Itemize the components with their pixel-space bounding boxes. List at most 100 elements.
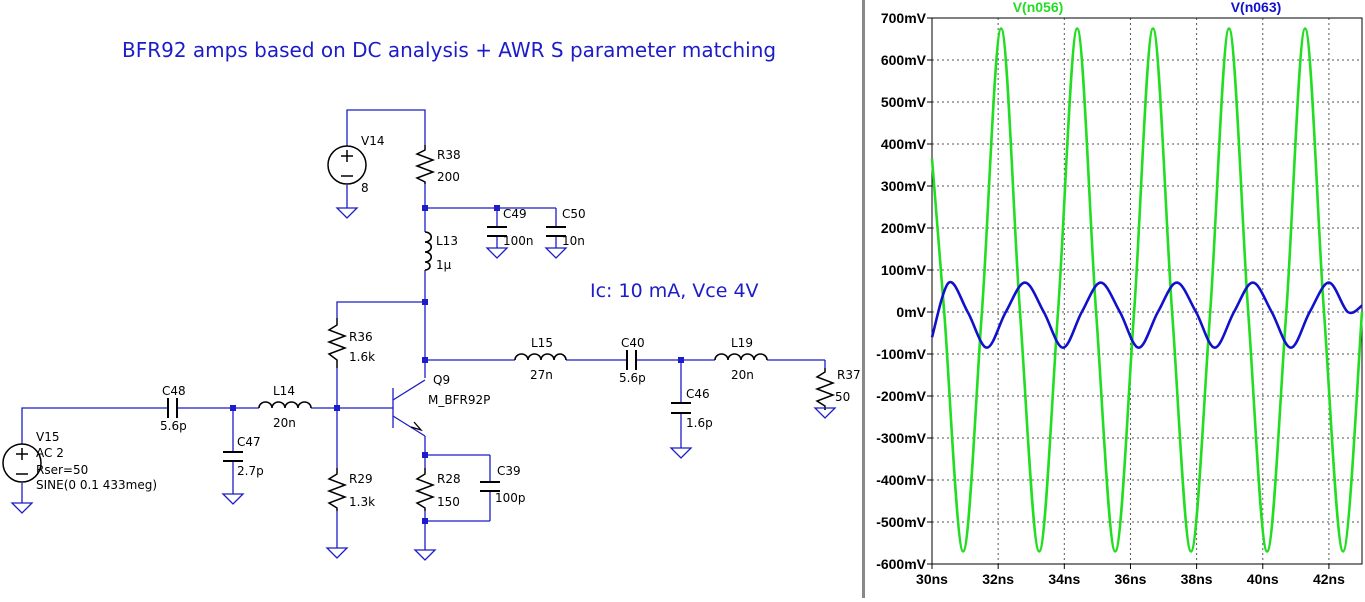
r36-name: R36 [349,330,373,344]
l14-value: 20n [273,416,296,430]
r38-name: R38 [437,148,461,162]
bias-note: Ic: 10 mA, Vce 4V [590,280,759,302]
c50-symbol [546,226,566,237]
l15-value: 27n [530,368,553,382]
schematic-title: BFR92 amps based on DC analysis + AWR S … [122,38,776,62]
schematic-pane[interactable]: BFR92 amps based on DC analysis + AWR S … [0,0,862,598]
ground-symbols [10,207,837,561]
l19-value: 20n [731,368,754,382]
v15-symbol [2,443,42,483]
c49-name: C49 [503,207,527,221]
c46-value: 1.6p [686,416,713,430]
ground-icon [335,207,359,219]
y-tick-label: 600mV [881,52,927,68]
pane-divider[interactable] [862,0,865,598]
y-tick-label: -300mV [876,430,926,446]
junction-dots [230,205,684,524]
ground-icon [413,549,437,561]
l13-value: 1µ [436,258,452,272]
ground-icon [10,502,34,514]
v15-line1: AC 2 [36,446,64,460]
waveform-plot[interactable]: 700mV 600mV 500mV 400mV 300mV 200mV 100mV 0mV -1… [865,0,1365,598]
c46-symbol [671,402,691,414]
r37-value: 50 [835,390,850,404]
plot-grid [931,17,1362,565]
c46-name: C46 [686,387,710,401]
voltage-sources [2,145,367,483]
y-tick-label: 200mV [881,220,927,236]
component-labels: V14 8 R38 200 C49 100n C50 10n L13 1µ R3… [36,134,861,509]
r37-symbol [814,368,836,410]
r38-symbol [414,145,436,184]
l13-name: L13 [436,234,458,248]
plot-frame [931,17,1363,565]
c48-value: 5.6p [160,419,187,433]
c39-name: C39 [497,464,521,478]
waveform-pane[interactable]: 700mV 600mV 500mV 400mV 300mV 200mV 100mV 0mV -1… [865,0,1365,598]
x-tick-label: 36ns [1115,571,1147,587]
ground-icon [813,407,837,419]
x-tick-label: 30ns [916,571,948,587]
c47-value: 2.7p [237,464,264,478]
y-tick-label: -400mV [876,472,926,488]
r29-symbol [326,468,348,511]
x-tick-label: 34ns [1048,571,1080,587]
y-tick-label: 500mV [881,94,927,110]
x-tick-label: 38ns [1181,571,1213,587]
r36-symbol [326,318,348,368]
v15-line2: Rser=50 [36,463,88,477]
c40-value: 5.6p [619,371,646,385]
c47-symbol [223,451,243,462]
y-tick-label: -200mV [876,388,926,404]
c48-symbol [167,398,178,418]
plot-traces [930,27,1364,553]
v14-value: 8 [361,181,369,195]
r28-name: R28 [437,472,461,486]
c48-name: C48 [162,384,186,398]
l14-name: L14 [273,384,295,398]
v14-name: V14 [361,134,384,148]
l19-name: L19 [731,336,753,350]
y-tick-label: -500mV [876,514,926,530]
y-tick-label: -100mV [876,346,926,362]
ground-icon [221,493,245,505]
r28-value: 150 [437,495,460,509]
l15-symbol [514,353,567,361]
y-tick-label: -600mV [876,556,926,572]
r28-symbol [414,468,436,511]
c47-name: C47 [237,435,261,449]
ground-icon [485,247,509,259]
x-tick-label: 32ns [982,571,1014,587]
l13-symbol [424,231,433,271]
q9-model: M_BFR92P [428,393,490,407]
c50-value: 10n [562,234,585,248]
ground-icon [325,547,349,559]
y-tick-label: 700mV [881,10,927,26]
trace-label-1[interactable]: V(n063) [1231,0,1282,15]
trace-label-0[interactable]: V(n056) [1013,0,1064,15]
v15-line3: SINE(0 0.1 433meg) [36,478,157,492]
trace-series-0 [930,27,1364,553]
plot-legend[interactable]: V(n056) V(n063) [1013,0,1282,15]
y-tick-label: 400mV [881,136,927,152]
l15-name: L15 [531,336,553,350]
c49-symbol [487,226,507,237]
q9-emitter-arrow [410,421,423,432]
y-tick-label: 0mV [896,304,926,320]
c40-name: C40 [621,336,645,350]
y-tick-label: 300mV [881,178,927,194]
q9-name: Q9 [433,373,450,387]
resistor-symbols [326,145,836,511]
c39-value: 100p [495,491,526,505]
plot-ticks: 700mV 600mV 500mV 400mV 300mV 200mV 100mV 0mV -1… [876,10,1345,587]
inductor-symbols [258,231,768,409]
v15-name: V15 [36,430,59,444]
c40-symbol [626,350,637,370]
schematic-wires [21,109,826,550]
x-tick-label: 40ns [1247,571,1279,587]
c39-symbol [480,481,500,492]
schematic-canvas[interactable]: BFR92 amps based on DC analysis + AWR S … [0,0,862,598]
capacitor-symbols [167,226,691,492]
r38-value: 200 [437,170,460,184]
y-tick-label: 100mV [881,262,927,278]
